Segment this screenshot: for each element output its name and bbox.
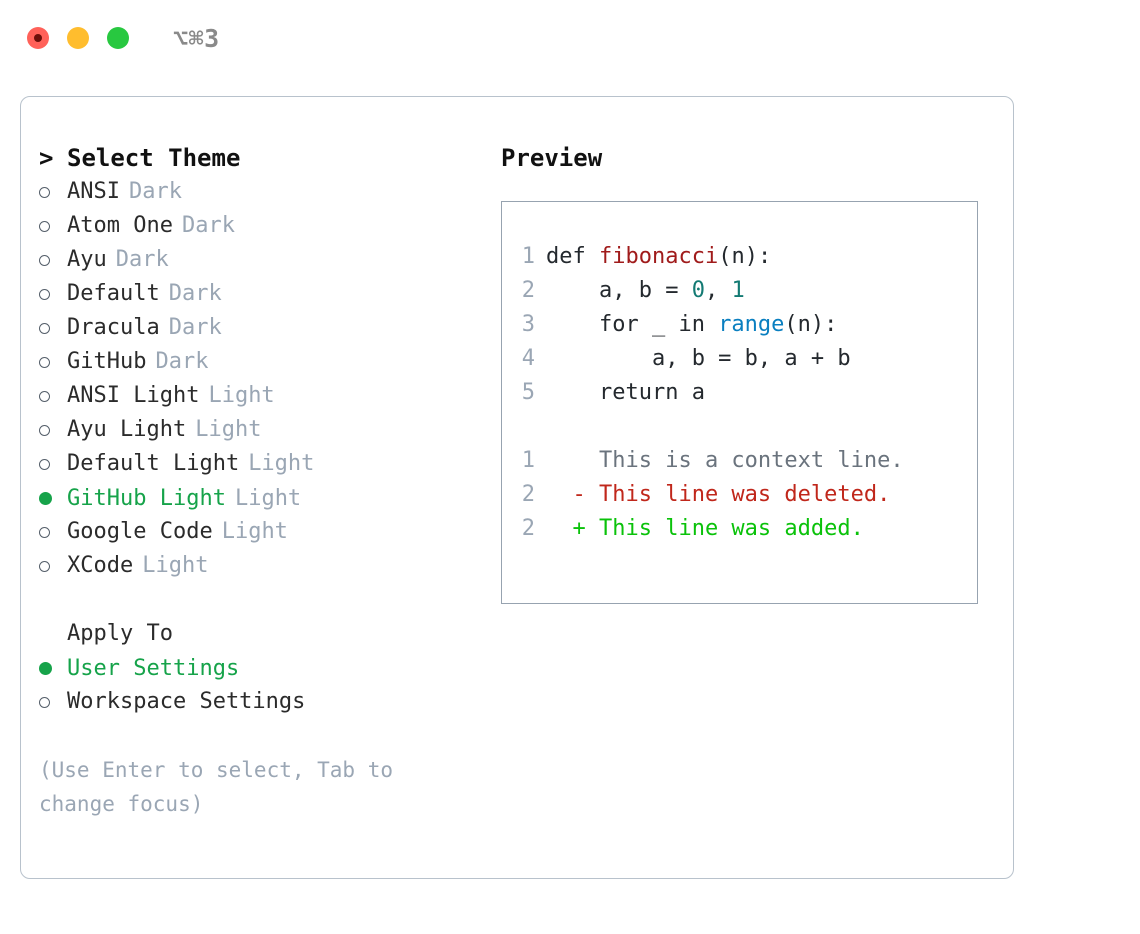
theme-item[interactable]: Google Code Light [39,515,483,549]
line-number: 4 [521,346,535,371]
radio-icon[interactable] [39,651,67,685]
maximize-button[interactable] [107,27,129,49]
theme-item[interactable]: Dracula Dark [39,311,483,345]
code-line: 3 for _ in range(n): [502,308,977,342]
theme-item[interactable]: Ayu Dark [39,243,483,277]
line-number: 1 [521,244,535,269]
theme-name: Dracula [67,315,160,340]
apply-to-option[interactable]: User Settings [39,651,483,685]
code-text: def fibonacci(n): [546,244,772,269]
radio-icon[interactable] [39,176,67,210]
code-text: a, b = b, a + b [546,346,851,371]
radio-icon[interactable] [39,312,67,346]
close-button[interactable] [27,27,49,49]
diff-line: 1 This is a context line. [502,444,977,478]
theme-variant: Dark [181,213,235,238]
theme-name: Default [67,281,160,306]
radio-icon[interactable] [39,516,67,550]
theme-variant: Light [142,553,209,578]
diff-text: + This line was added. [546,516,864,541]
theme-variant: Light [208,383,275,408]
apply-to-label: User Settings [67,655,240,681]
theme-item[interactable]: Default Light Light [39,447,483,481]
theme-variant: Dark [155,349,209,374]
theme-name: GitHub [67,349,147,374]
theme-variant: Light [234,485,302,511]
radio-icon[interactable] [39,481,67,515]
diff-line: 2 + This line was added. [502,512,977,546]
radio-icon[interactable] [39,244,67,278]
theme-item[interactable]: GitHub Dark [39,345,483,379]
theme-name: Atom One [67,213,173,238]
code-text: return a [546,380,705,405]
code-line: 5 return a [502,376,977,410]
theme-variant: Light [221,519,288,544]
minimize-button[interactable] [67,27,89,49]
select-theme-heading: > Select Theme [39,141,483,175]
radio-icon[interactable] [39,278,67,312]
line-number: 2 [521,516,535,541]
theme-item[interactable]: GitHub Light Light [39,481,483,515]
theme-name: Ayu [67,247,107,272]
theme-variant: Dark [128,179,182,204]
theme-variant: Light [248,451,315,476]
apply-to-heading: Apply To [67,621,173,646]
diff-text: This is a context line. [546,448,904,473]
window-controls [27,27,129,49]
theme-name: GitHub Light [67,485,226,511]
theme-variant: Light [195,417,262,442]
theme-variant: Dark [115,247,169,272]
radio-icon[interactable] [39,346,67,380]
radio-icon[interactable] [39,380,67,414]
code-line: 2 a, b = 0, 1 [502,274,977,308]
theme-item[interactable]: XCode Light [39,549,483,583]
code-text: for _ in range(n): [546,312,838,337]
line-number: 3 [521,312,535,337]
apply-to-label: Workspace Settings [67,689,306,714]
theme-item[interactable]: ANSI Dark [39,175,483,209]
line-number: 2 [521,482,535,507]
theme-name: Default Light [67,451,240,476]
select-theme-label: Select Theme [67,144,241,172]
radio-icon[interactable] [39,686,67,720]
code-line: 1 def fibonacci(n): [502,240,977,274]
theme-name: ANSI [67,179,120,204]
radio-icon[interactable] [39,448,67,482]
keyboard-hint: (Use Enter to select, Tab to change focu… [39,758,394,816]
theme-item[interactable]: ANSI Light Light [39,379,483,413]
line-number: 1 [521,448,535,473]
diff-text: - This line was deleted. [546,482,891,507]
line-number: 5 [521,380,535,405]
diff-sample: 1 This is a context line.2 - This line w… [502,444,977,546]
radio-icon[interactable] [39,210,67,244]
theme-name: ANSI Light [67,383,200,408]
title-bar: ⌥⌘3 [0,0,1140,76]
apply-to-option[interactable]: Workspace Settings [39,685,483,719]
theme-variant: Dark [168,281,222,306]
theme-name: Google Code [67,519,213,544]
theme-variant: Dark [168,315,222,340]
diff-line: 2 - This line was deleted. [502,478,977,512]
theme-item[interactable]: Ayu Light Light [39,413,483,447]
radio-icon[interactable] [39,414,67,448]
theme-name: Ayu Light [67,417,187,442]
caret-icon: > [39,144,54,172]
radio-icon[interactable] [39,550,67,584]
theme-name: XCode [67,553,134,578]
keyboard-shortcut-label: ⌥⌘3 [173,23,220,53]
code-text: a, b = 0, 1 [546,278,745,303]
preview-heading: Preview [501,144,603,172]
code-line: 4 a, b = b, a + b [502,342,977,376]
line-number: 2 [521,278,535,303]
theme-item[interactable]: Default Dark [39,277,483,311]
theme-item[interactable]: Atom One Dark [39,209,483,243]
